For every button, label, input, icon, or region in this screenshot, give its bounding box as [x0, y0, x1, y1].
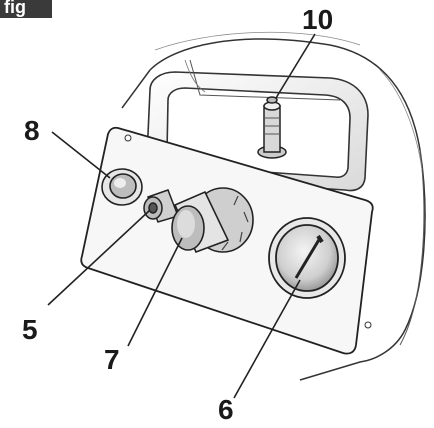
callout-10: 10: [302, 4, 334, 35]
callout-7: 7: [104, 344, 120, 375]
leader-lines: [47, 33, 316, 399]
leader-6: [233, 279, 301, 399]
panel-screw-right: [364, 321, 372, 329]
leader-10: [275, 33, 316, 99]
pressure-gauge: [268, 217, 346, 299]
small-connector: [143, 189, 179, 223]
leader-5: [47, 209, 151, 306]
callout-6: 6: [218, 394, 234, 425]
valve-stem: [257, 96, 287, 159]
leader-8: [51, 131, 111, 179]
callout-8: 8: [24, 115, 40, 146]
panel-screw-top: [124, 134, 132, 142]
leader-7: [127, 237, 183, 347]
push-button: [101, 168, 143, 206]
callout-5: 5: [22, 314, 38, 345]
large-connector: [171, 187, 254, 254]
figure-tab: fig: [0, 0, 52, 18]
